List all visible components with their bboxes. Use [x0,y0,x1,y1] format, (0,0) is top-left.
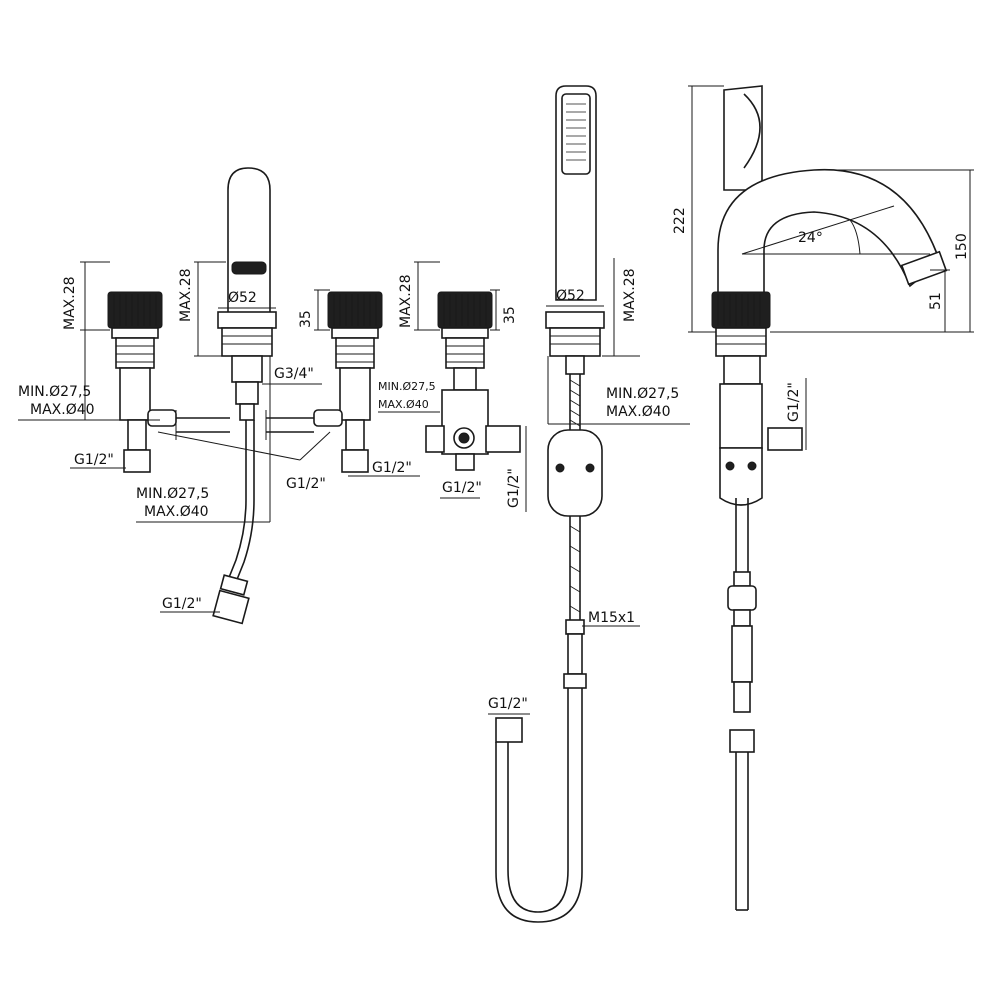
label-max40-shower: MAX.Ø40 [606,404,671,420]
label-max40-left: MAX.Ø40 [30,402,95,418]
left-valve [107,291,230,473]
label-g12-left: G1/2" [74,452,114,468]
label-g12-hose: G1/2" [488,696,528,712]
aerator [231,261,267,275]
label-max28-left: MAX.28 [62,276,78,330]
label-max28-diverter: MAX.28 [398,274,414,328]
label-g34: G3/4" [274,366,314,382]
hand-shower [495,85,605,923]
label-g12-side: G1/2" [786,382,802,422]
right-knob [327,291,383,329]
label-150: 150 [954,233,970,260]
label-g12-diverter: G1/2" [442,480,482,496]
diverter-knob [437,291,493,329]
label-d52-spout: Ø52 [228,290,257,306]
left-knob [107,291,163,329]
label-max40-spout: MAX.Ø40 [144,504,209,520]
side-knob [711,291,771,329]
label-min275-diverter: MIN.Ø27,5 [378,380,436,393]
label-m15x1: M15x1 [588,610,635,626]
label-d52-shower: Ø52 [556,288,585,304]
label-max28-shower: MAX.28 [622,268,638,322]
label-max40-diverter: MAX.Ø40 [378,398,429,411]
label-min275-left: MIN.Ø27,5 [18,384,91,400]
label-g12-spout-end: G1/2" [162,596,202,612]
label-min275-shower: MIN.Ø27,5 [606,386,679,402]
label-g12-diverter-side: G1/2" [506,468,522,508]
label-222: 222 [672,207,688,234]
label-min275-spout: MIN.Ø27,5 [136,486,209,502]
right-valve [265,291,383,473]
diverter [425,291,521,471]
label-max28-spout: MAX.28 [178,268,194,322]
label-35-diverter: 35 [502,306,518,324]
label-g12-right: G1/2" [372,460,412,476]
label-angle-24: 24° [798,230,823,246]
label-51: 51 [928,292,944,310]
side-view [711,85,948,911]
dimension-lines [18,85,974,715]
label-35-right: 35 [298,310,314,328]
spout [212,167,277,625]
dimension-labels: MAX.28 MAX.28 Ø52 35 MAX.28 35 Ø52 MAX.2… [18,207,970,712]
label-g12-center: G1/2" [286,476,326,492]
